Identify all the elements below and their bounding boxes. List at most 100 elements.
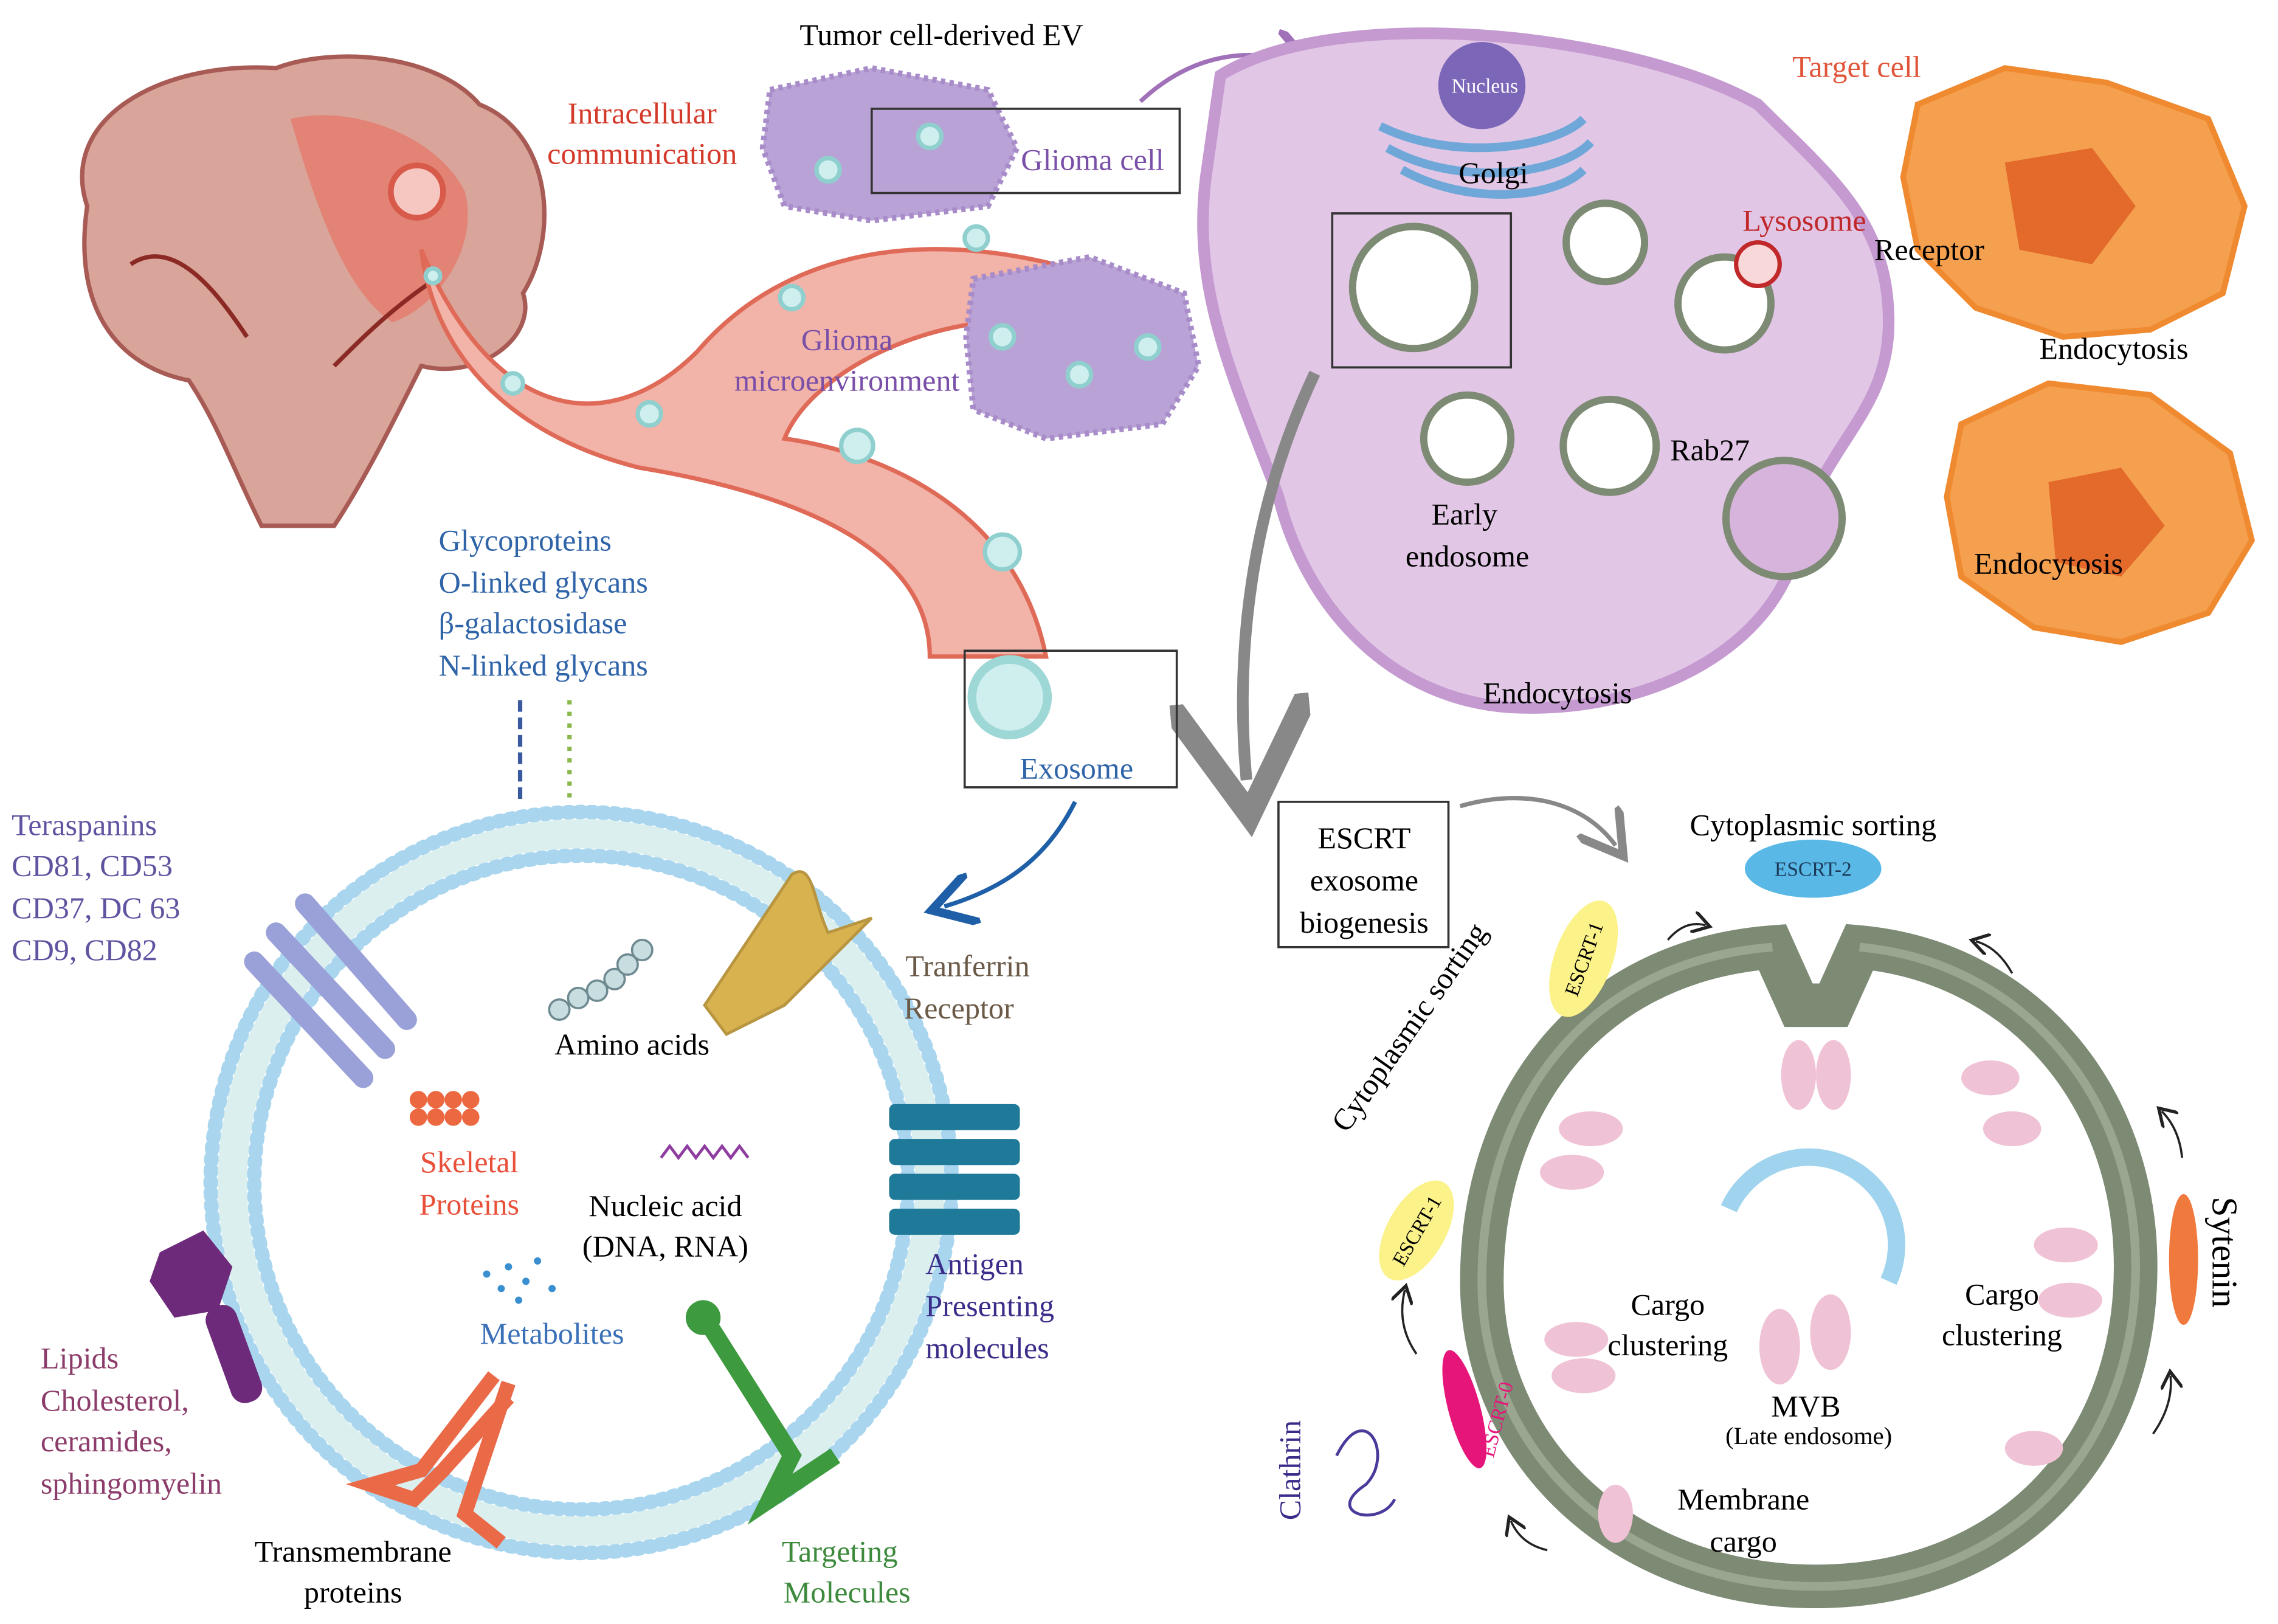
exosome-box bbox=[963, 649, 1178, 789]
clathrin-strand bbox=[1335, 1429, 1396, 1517]
microenvironment-label: microenvironment bbox=[734, 363, 960, 397]
mvb-membrane bbox=[1460, 924, 2158, 1609]
targeting-label: Targeting bbox=[782, 1535, 898, 1569]
clustering-left-label: clustering bbox=[1607, 1328, 1728, 1362]
cd9-label: CD9, CD82 bbox=[12, 933, 157, 967]
escrt-box bbox=[1277, 800, 1450, 948]
membrane-cargo-proteins bbox=[1540, 1040, 2102, 1543]
glioma-label: Glioma bbox=[801, 323, 893, 357]
antigen-label: Antigen bbox=[925, 1246, 1024, 1280]
lipid-list: Lipids Cholesterol, ceramides, sphingomy… bbox=[41, 1341, 222, 1501]
antigen-molecules bbox=[889, 1104, 1020, 1235]
targeting-molecules-label: Molecules bbox=[784, 1575, 911, 1609]
escrt-1-left-complex bbox=[1379, 1180, 1454, 1280]
blood-vessel bbox=[419, 247, 1150, 659]
galactosidase-label: β-galactosidase bbox=[439, 606, 627, 640]
receptor-label: Receptor bbox=[1874, 232, 1984, 266]
exosome-box-label: exosome bbox=[1310, 863, 1418, 897]
escrt-label: ESCRT bbox=[1317, 821, 1410, 855]
o-linked-label: O-linked glycans bbox=[439, 565, 648, 599]
transmembrane-proteins-label: proteins bbox=[304, 1575, 402, 1609]
teraspanin-list: Teraspanins CD81, CD53 CD37, DC 63 CD9, … bbox=[12, 808, 180, 967]
targeting-molecule bbox=[697, 1313, 841, 1525]
nucleic-acid-label: Nucleic acid bbox=[588, 1189, 742, 1223]
vesicle-highlight-box bbox=[1331, 212, 1513, 369]
brain-illustration bbox=[80, 54, 547, 528]
intracellular-label: Intracellular bbox=[568, 96, 717, 130]
proteins-label: Proteins bbox=[419, 1187, 519, 1221]
intraluminal-vesicle bbox=[1721, 1148, 1905, 1285]
cargo-right-label: Cargo bbox=[1965, 1277, 2039, 1311]
skeletal-label: Skeletal bbox=[420, 1145, 519, 1179]
arrow-to-escrt bbox=[1243, 370, 1320, 780]
membrane-label: Membrane bbox=[1677, 1482, 1809, 1516]
endocytosis-top-label: Endocytosis bbox=[2039, 331, 2188, 365]
cd37-label: CD37, DC 63 bbox=[12, 891, 180, 925]
molecules-label: molecules bbox=[925, 1331, 1049, 1365]
receptor-exosome-label: Receptor bbox=[904, 991, 1014, 1025]
tumor-ev-label: Tumor cell-derived EV bbox=[799, 18, 1083, 52]
transferrin-receptor bbox=[703, 870, 873, 1037]
nucleus bbox=[1438, 41, 1526, 130]
golgi-label: Golgi bbox=[1458, 156, 1528, 190]
presenting-label: Presenting bbox=[925, 1289, 1054, 1323]
dna-rna-label: (DNA, RNA) bbox=[582, 1229, 748, 1263]
cd81-label: CD81, CD53 bbox=[12, 849, 173, 883]
glycan-list: Glycoproteins O-linked glycans β-galacto… bbox=[439, 523, 648, 682]
cargo-left-label: Cargo bbox=[1631, 1287, 1705, 1321]
amino-acids-label: Amino acids bbox=[554, 1028, 709, 1062]
arrow-to-exosome bbox=[944, 801, 1077, 907]
amino-acid-chain bbox=[548, 938, 654, 1021]
clustering-right-label: clustering bbox=[1942, 1318, 2062, 1352]
golgi bbox=[1378, 116, 1594, 199]
communication-label: communication bbox=[547, 137, 737, 171]
cytoplasmic-sorting-top-label: Cytoplasmic sorting bbox=[1690, 808, 1937, 842]
rab27-label: Rab27 bbox=[1670, 433, 1750, 467]
transmembrane-label: Transmembrane bbox=[255, 1535, 452, 1569]
transmembrane-protein bbox=[345, 1371, 516, 1549]
lysosome-label: Lysosome bbox=[1742, 204, 1866, 238]
cargo-label: cargo bbox=[1710, 1524, 1777, 1558]
nucleus-label: Nucleus bbox=[1451, 75, 1518, 98]
clathrin-label: Clathrin bbox=[1273, 1420, 1307, 1520]
arrow-to-sorting bbox=[1459, 796, 1616, 846]
ev-particles bbox=[423, 224, 1023, 572]
escrt-2-label: ESCRT-2 bbox=[1775, 859, 1852, 881]
escrt-1-top-complex bbox=[1549, 900, 1618, 1017]
escrt-0-complex bbox=[1442, 1350, 1487, 1468]
teraspanin-protein bbox=[244, 893, 417, 1088]
glycoproteins-label: Glycoproteins bbox=[439, 523, 612, 557]
vesicles bbox=[1348, 199, 1846, 581]
metabolites-label: Metabolites bbox=[480, 1316, 624, 1350]
lysosome bbox=[1734, 240, 1782, 289]
target-cell-label: Target cell bbox=[1792, 49, 1921, 83]
lipid-hexagon bbox=[150, 1230, 233, 1318]
glioma-cell-label: Glioma cell bbox=[1021, 142, 1164, 176]
escrt-2-complex bbox=[1744, 839, 1882, 898]
exosome-label: Exosome bbox=[1020, 752, 1133, 786]
ceramides-label: ceramides, bbox=[41, 1424, 172, 1458]
cytoplasmic-sorting-left-label: Cytoplasmic sorting bbox=[1325, 916, 1494, 1138]
metabolite-dots bbox=[483, 1257, 556, 1304]
sytenin-label: Sytenin bbox=[2204, 1197, 2245, 1308]
transferrin-label: Tranferrin bbox=[905, 949, 1029, 983]
glioma-cell-box bbox=[871, 108, 1181, 195]
biogenesis-label: biogenesis bbox=[1300, 905, 1429, 939]
sytenin-protein bbox=[2169, 1194, 2198, 1325]
glioma-cell-cluster bbox=[759, 65, 1202, 442]
sphingomyelin-label: sphingomyelin bbox=[41, 1466, 222, 1500]
endocytosis-bottom-label: Endocytosis bbox=[1974, 547, 2123, 581]
endocytosis-cell-label: Endocytosis bbox=[1483, 676, 1632, 710]
cycle-arrows bbox=[1403, 924, 2184, 1552]
early-label: Early bbox=[1431, 497, 1497, 531]
cholesterol-label: Cholesterol, bbox=[41, 1383, 189, 1417]
skeletal-protein-cluster bbox=[409, 1091, 480, 1126]
endosome-label: endosome bbox=[1406, 539, 1529, 573]
nucleic-acid-strand bbox=[660, 1144, 750, 1161]
n-linked-label: N-linked glycans bbox=[439, 648, 648, 682]
glycan-chains bbox=[517, 700, 572, 802]
lipids-label: Lipids bbox=[41, 1341, 119, 1375]
teraspanins-label: Teraspanins bbox=[12, 808, 157, 842]
